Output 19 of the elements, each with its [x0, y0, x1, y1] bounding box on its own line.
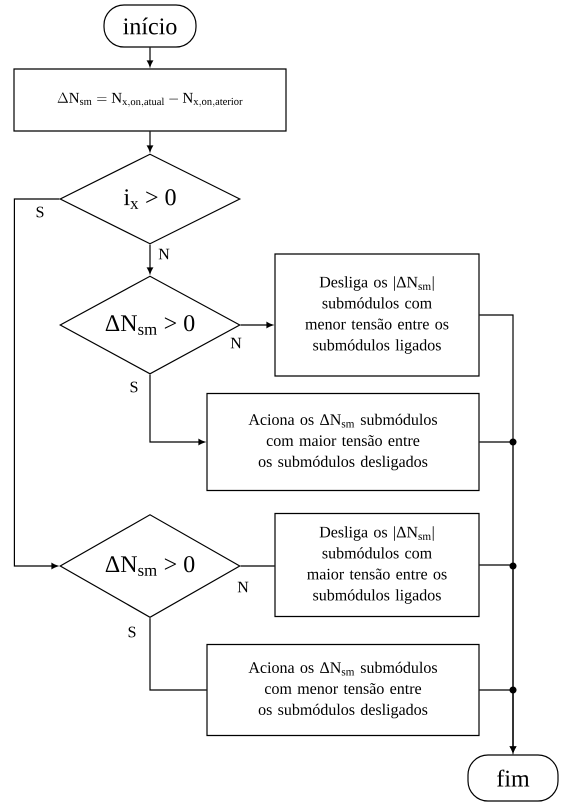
edge-label: N [158, 248, 170, 260]
arrow [149, 374, 205, 445]
edge-label: S [128, 626, 136, 638]
process-box: $\Delta\mathrm{N}_{\mathrm{sm}}=\mathrm{N}_{\mathrm{x,on,atual}}-\mathrm{N}_{\mathrm{x,on,aterior}}$ [13, 68, 287, 132]
process-box: Aciona os ΔN$_{sm}$ submódulos com maior tensão entre os submódulos desligados [206, 392, 480, 492]
arrow [480, 689, 516, 753]
arrow [14, 198, 60, 569]
edge-label: S [36, 206, 44, 218]
terminal-box: início [103, 4, 197, 48]
edge-label: S [130, 382, 138, 392]
process-box: Desliga os |ΔN$_{sm}$| submódulos com menor tensão entre os submódulos ligados [274, 253, 480, 377]
arrow [147, 244, 153, 274]
terminal-box: fim [467, 754, 559, 802]
arrow [240, 322, 273, 328]
arrow [147, 48, 153, 67]
edge-label: N [230, 338, 242, 348]
process-box: Desliga os |ΔN$_{sm}$| submódulos com maior tensão entre os submódulos ligados [274, 512, 480, 618]
process-box: Aciona os ΔN$_{sm}$ submódulos com menor tensão entre os submódulos desligados [206, 644, 480, 736]
arrow [147, 132, 153, 152]
